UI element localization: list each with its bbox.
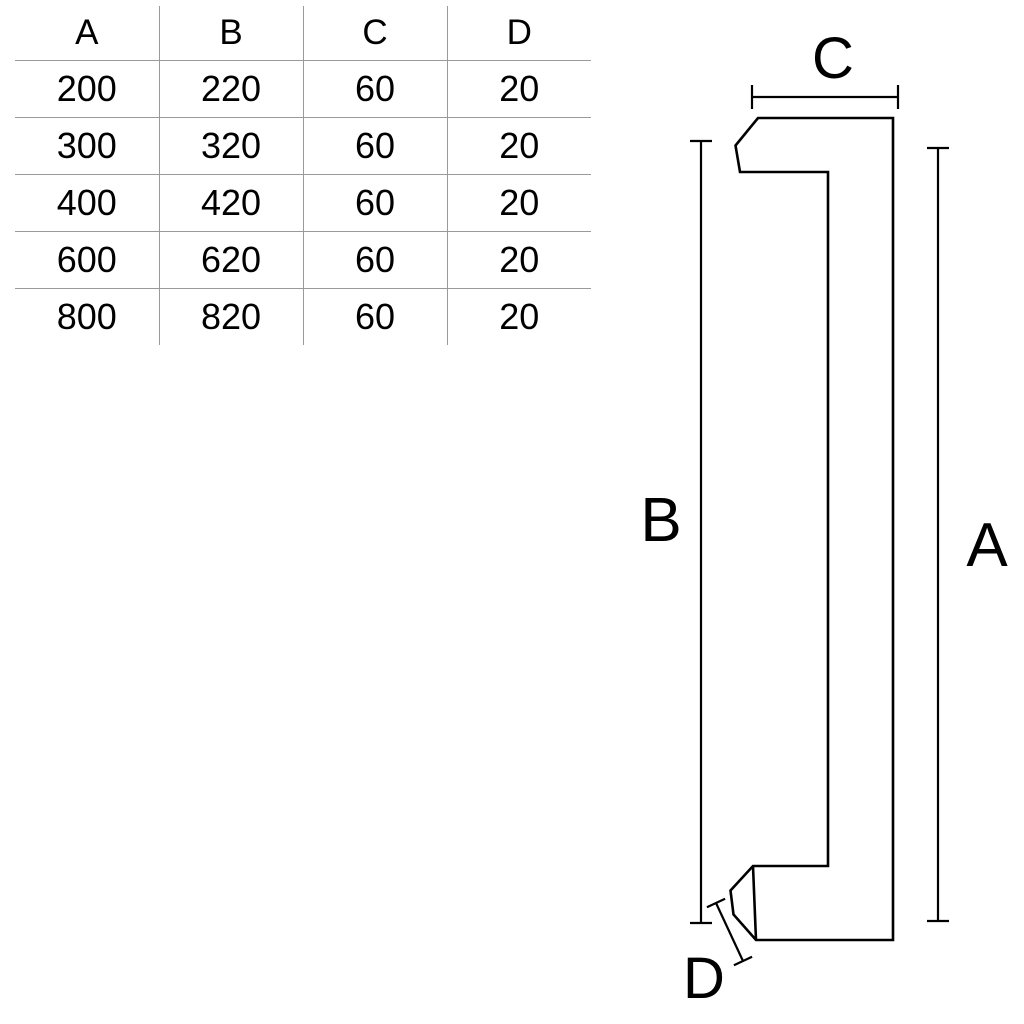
table-cell: 400	[15, 174, 160, 232]
table-cell: 620	[159, 231, 304, 289]
column-header-c: C	[303, 6, 448, 61]
dimension-a: A	[927, 146, 1008, 923]
table-cell: 60	[303, 231, 448, 289]
dimension-b: B	[640, 139, 712, 925]
dim-d-tick-top	[706, 897, 726, 909]
table-cell: 320	[159, 117, 304, 175]
dim-label-a: A	[966, 511, 1008, 580]
column-header-b: B	[159, 6, 304, 61]
dimension-d: D	[683, 897, 753, 1011]
table-cell: 60	[303, 288, 448, 345]
dim-label-d: D	[683, 946, 725, 1011]
dim-label-b: B	[640, 486, 681, 555]
dim-label-c: C	[812, 26, 854, 91]
table-cell: 200	[15, 60, 160, 118]
dim-d-tick-bottom	[733, 955, 753, 967]
handle-body-path	[729, 116, 895, 942]
table-cell: 420	[159, 174, 304, 232]
table-cell: 220	[159, 60, 304, 118]
handle-outline	[729, 116, 895, 942]
table-cell: 20	[447, 174, 591, 232]
handle-bottom-facet-edge	[751, 865, 758, 941]
column-header-d: D	[447, 6, 591, 61]
table-cell: 60	[303, 60, 448, 118]
table-cell: 300	[15, 117, 160, 175]
table-cell: 60	[303, 174, 448, 232]
dim-d-line	[715, 902, 744, 962]
table-cell: 20	[447, 60, 591, 118]
table-cell: 600	[15, 231, 160, 289]
table-cell: 820	[159, 288, 304, 345]
table-cell: 20	[447, 231, 591, 289]
table-cell: 800	[15, 288, 160, 345]
table-cell: 20	[447, 117, 591, 175]
table-cell: 20	[499, 295, 540, 337]
dimension-c: C	[750, 26, 900, 109]
table-cell: 60	[303, 117, 448, 175]
column-header-a: A	[15, 6, 160, 61]
